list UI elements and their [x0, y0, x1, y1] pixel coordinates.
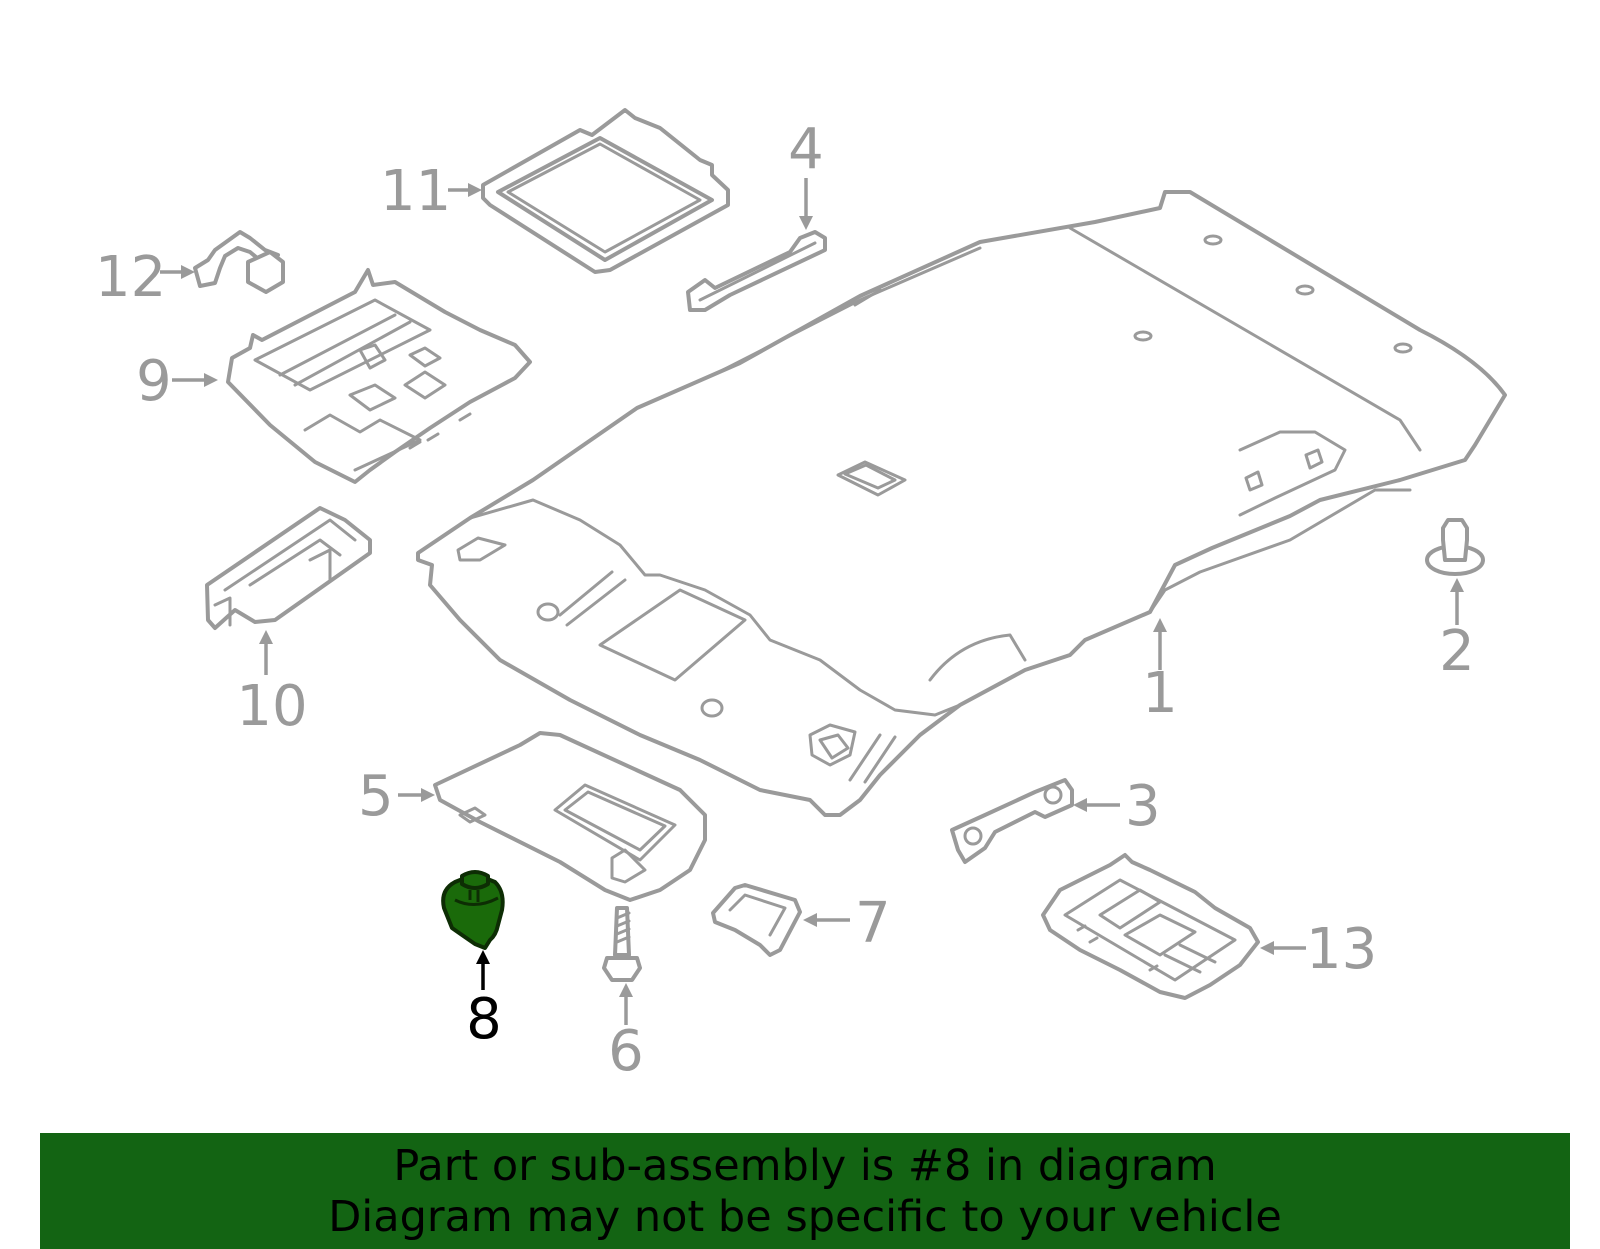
- part-13-lamp-assembly[interactable]: [1041, 853, 1260, 1000]
- part-7-cover[interactable]: [711, 883, 802, 957]
- callout-11[interactable]: 11: [380, 159, 482, 224]
- part-11-frame[interactable]: [481, 108, 730, 274]
- part-2-clip[interactable]: [1425, 518, 1485, 576]
- info-banner: Part or sub-assembly is #8 in diagram Di…: [40, 1133, 1570, 1249]
- part-9-console[interactable]: [226, 268, 532, 484]
- part-8-highlighted[interactable]: [441, 870, 505, 950]
- callout-2[interactable]: 2: [1439, 578, 1475, 684]
- svg-text:3: 3: [1125, 774, 1161, 839]
- callout-8[interactable]: 8: [466, 950, 502, 1052]
- svg-text:10: 10: [236, 674, 307, 739]
- callout-12[interactable]: 12: [95, 245, 195, 310]
- part-4-trim-strip[interactable]: [686, 230, 827, 312]
- svg-text:13: 13: [1306, 917, 1377, 982]
- callout-3[interactable]: 3: [1073, 774, 1161, 839]
- svg-text:1: 1: [1142, 661, 1178, 726]
- svg-text:11: 11: [380, 159, 451, 224]
- svg-text:8: 8: [466, 987, 502, 1052]
- callout-5[interactable]: 5: [358, 764, 435, 829]
- callout-4[interactable]: 4: [788, 117, 824, 230]
- part-12-harness[interactable]: [193, 230, 285, 294]
- callout-13[interactable]: 13: [1260, 917, 1377, 982]
- svg-text:7: 7: [855, 891, 891, 956]
- svg-text:2: 2: [1439, 619, 1475, 684]
- banner-line-1: Part or sub-assembly is #8 in diagram: [393, 1141, 1217, 1191]
- callout-10[interactable]: 10: [236, 630, 308, 739]
- svg-text:5: 5: [358, 764, 394, 829]
- part-1-headliner[interactable]: [416, 190, 1507, 817]
- callout-9[interactable]: 9: [136, 349, 218, 414]
- part-6-screw[interactable]: [602, 906, 642, 982]
- svg-text:9: 9: [136, 349, 172, 414]
- svg-text:4: 4: [788, 117, 824, 182]
- svg-text:12: 12: [95, 245, 166, 310]
- callout-7[interactable]: 7: [803, 891, 891, 956]
- part-3-bracket[interactable]: [950, 778, 1074, 864]
- part-5-sun-visor[interactable]: [433, 731, 707, 902]
- callout-6[interactable]: 6: [608, 983, 644, 1084]
- part-10-lamp-unit[interactable]: [205, 506, 372, 630]
- banner-line-2: Diagram may not be specific to your vehi…: [328, 1192, 1282, 1242]
- svg-text:6: 6: [608, 1019, 644, 1084]
- callout-1[interactable]: 1: [1142, 618, 1178, 726]
